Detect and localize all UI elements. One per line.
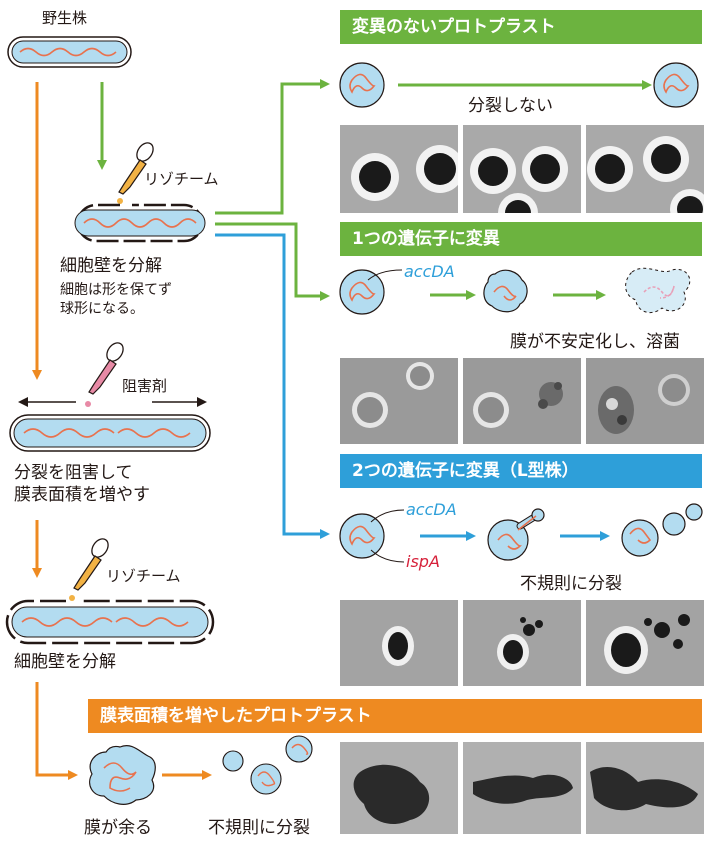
micrograph-two-genes-2 [463,600,581,686]
micrograph-two-genes-1 [340,600,458,686]
micrograph-enlarged-1 [340,742,458,834]
lysed-cell [625,267,691,313]
budding-cell [487,508,545,561]
wild-type-label: 野生株 [42,9,88,27]
two-genes-banner: 2つの遺伝子に変異（L型株） [340,454,702,488]
pipette-icon [117,142,154,204]
micrograph-one-gene-3 [586,358,704,444]
accDA-protoplast [339,269,385,315]
unstable-membrane-cell [483,269,528,313]
no-mutation-banner: 変異のないプロトプラスト [340,10,702,44]
micrograph-two-genes-3 [586,600,704,686]
double-mutant-protoplast [339,513,385,559]
digest-wall-label-1: 細胞壁を分解 [60,256,162,276]
irregular-division-cells [621,503,703,557]
inhibitor-label: 阻害剤 [122,377,168,395]
digested-wall-cell [74,203,206,243]
wrinkled-protoplast [89,745,156,805]
inhibit-label-line2: 膜表面積を増やす [14,485,150,505]
green-arrow-no-mutation [215,79,330,215]
gene-ispA-label: ispA [406,552,440,571]
gene-accDA-label-p3: accDA [406,500,457,519]
inhibit-label-line1: 分裂を阻害して [14,463,133,483]
round-protoplast-start [339,62,385,108]
green-arrow-one-gene [215,222,330,301]
inhibitor-pipette-icon [85,342,124,407]
orange-arrow-to-enlarged [35,682,78,780]
elongated-digested-cell [5,599,215,645]
pipette-icon-2 [69,538,109,601]
lysis-caption: 膜が不安定化し、溶菌 [510,332,680,352]
digest-wall-label-2: 細胞壁を分解 [14,652,116,672]
one-gene-banner: 1つの遺伝子に変異 [340,222,702,256]
micrograph-enlarged-2 [463,742,581,834]
digest-note-line1: 細胞は形を保てず [60,282,172,298]
elongated-cell [9,414,211,452]
irregular-division-caption-p4: 不規則に分裂 [208,818,310,838]
digest-note-line2: 球形になる。 [60,301,144,317]
micrograph-enlarged-3 [586,742,704,834]
round-protoplast-end [653,62,699,108]
lysozyme-label-1: リゾチーム [144,170,219,188]
blue-arrow-two-genes [215,233,330,539]
gene-accDA-label-p2: accDA [404,262,455,281]
irregular-division-spheres [222,735,313,795]
micrograph-no-mutation-2 [463,125,581,213]
membrane-excess-caption: 膜が余る [84,818,152,838]
lysozyme-label-2: リゾチーム [106,567,181,585]
micrograph-one-gene-1 [340,358,458,444]
micrograph-one-gene-2 [463,358,581,444]
no-division-caption: 分裂しない [468,96,553,116]
micrograph-no-mutation-3 [586,125,704,213]
enlarged-protoplast-banner: 膜表面積を増やしたプロトプラスト [88,699,702,733]
irregular-division-caption-p3: 不規則に分裂 [520,574,622,594]
wild-type-cell [7,36,132,68]
micrograph-no-mutation-1 [340,125,458,213]
